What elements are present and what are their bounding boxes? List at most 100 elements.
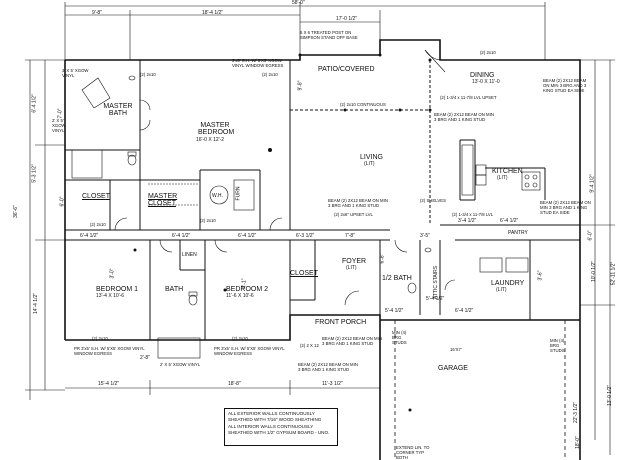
dim-int10: 6'-8": [379, 253, 386, 264]
dim-int16: 4'-1": [241, 278, 248, 289]
room-master-closet: MASTER CLOSET: [148, 193, 178, 207]
wall-note-interior: ALL INTERIOR WALLS CONTINUOUSLY SHEATHED…: [228, 424, 330, 435]
dim-int5: 7'-8": [345, 233, 355, 239]
room-foyer-size: (LIT): [346, 265, 357, 271]
note-continuous: (2) 2x10 CONTINUOUS: [340, 102, 386, 107]
room-bedroom1-size: 13'-4 X 10'-6: [96, 293, 125, 299]
note-extend: EXTEND LIN. TO CORNER TYP BOTH: [396, 445, 430, 460]
dim-left-total: 36'-6": [12, 205, 19, 218]
room-closet-mid: CLOSET: [290, 270, 319, 277]
note-beam-upset: (2) 2x6" UPSET LVL: [334, 212, 373, 217]
room-furn: FURN: [235, 186, 242, 201]
dim-left-seg1: 6'-4 1/2": [31, 94, 38, 113]
dim-int12: 5'-4 1/2": [385, 308, 404, 314]
dim-int18: 3'-6": [537, 270, 544, 281]
dim-int17: 5'-4 1/2": [426, 296, 445, 302]
note-beam-living: BEAM (2) 2X12 BEAM ON MIN 3 BRG AND 1 KI…: [328, 198, 388, 208]
wall-note-exterior: ALL EXTERIOR WALLS CONTINUOUSLY SHEATHED…: [228, 411, 322, 422]
note-beam-garage: BEAM (2) 2X12 BEAM ON MIN 3 BRG AND 1 KI…: [298, 362, 358, 372]
dim-int13: 6'-4 1/2": [455, 308, 474, 314]
room-kitchen: KITCHEN: [492, 168, 523, 175]
north-wall: [65, 54, 380, 61]
room-foyer: FOYER: [342, 258, 367, 265]
note-beam-right: BEAM (2) 2X12 BEAM ON MIN 3 BRG AND 3 KI…: [543, 78, 587, 93]
note-beam-dining: BEAM (2) 2X12 BEAM ON MIN 3 BRG AND 1 KI…: [434, 112, 494, 122]
room-linen: LINEN: [182, 252, 197, 258]
water-heater: [209, 185, 229, 205]
room-wh: W.H.: [212, 193, 223, 199]
note-post: 6 X 6 TREATED POST ON SIMPSON STAND OFF …: [300, 30, 358, 40]
dim-int6: 3'-5": [420, 233, 430, 239]
note-header-3: (2) 2x10: [480, 50, 496, 55]
room-pantry: PANTRY: [508, 230, 528, 236]
dim-int1: 6'-4 1/2": [80, 233, 99, 239]
note-header-2x12: (2) 2 X 12: [300, 343, 319, 348]
note-header-7: (2) 2x10: [232, 336, 248, 341]
dim-top-seg1: 9'-8": [92, 10, 102, 16]
room-kitchen-size: (LIT): [497, 175, 508, 181]
room-laundry-size: (LIT): [496, 287, 507, 293]
kitchen-island: [461, 144, 474, 196]
note-lvl-kitchen: (2) 1-3/4 x 11-7/8 LVL: [452, 212, 494, 217]
room-front-porch: FRONT PORCH: [315, 319, 367, 326]
note-garage-dim: 22'-3 1/2": [573, 401, 580, 424]
note-window-br2: PR 3'x5' S.H. W/ 5'X5' XGOW VINYL WINDOW…: [214, 346, 285, 356]
dim-int3: 6'-4 1/2": [238, 233, 257, 239]
note-header-4: (2) 2x10: [90, 222, 106, 227]
room-half-bath: 1/2 BATH: [382, 275, 412, 282]
dim-top-seg3: 17'-0 1/2": [336, 16, 358, 22]
room-bath: BATH: [165, 286, 184, 293]
note-header-1: (2) 2x10: [140, 72, 156, 77]
dim-int7: 3'-4 1/2": [458, 218, 477, 224]
master-toilet: [127, 154, 137, 166]
note-header-6: (2) 2x10: [92, 336, 108, 341]
dim-top-total: 58'-0": [292, 0, 305, 6]
room-bedroom2: BEDROOM 2: [226, 286, 269, 293]
room-garage: GARAGE: [438, 365, 468, 372]
northeast-wall: [379, 39, 581, 225]
room-master-bath: MASTER BATH: [103, 103, 133, 117]
dim-right-seg3: 10'-0 1/2": [591, 260, 598, 283]
dim-right-seg1: 9'-4 1/2": [589, 174, 596, 193]
dim-int2: 6'-4 1/2": [172, 233, 191, 239]
note-garage-door: 16'X7': [450, 347, 462, 352]
dim-int11: 7'-0": [57, 108, 64, 119]
room-laundry: LAUNDRY: [491, 280, 525, 287]
note-brg-stud2: MIN (4) BRG STUDS: [550, 338, 565, 353]
dim-bot-seg3: 11'-3 1/2": [322, 381, 343, 387]
note-window-mb: 3'x5' S.H. W/ 5'X5' XGOW VINYL WINDOW EG…: [232, 58, 284, 68]
dim-right-total: 52'-11 1/2": [610, 261, 617, 286]
dim-left-seg2: 5'-3 1/2": [31, 164, 38, 183]
dim-left-seg3: 14'-4 1/2": [33, 292, 40, 315]
dim-right-seg4: 13'-0 1/2": [607, 384, 614, 407]
furnace: [233, 179, 255, 211]
room-dining-size: 13'-0 X 11'-0: [472, 79, 500, 85]
room-living-size: (LIT): [364, 161, 375, 167]
dim-bot-seg2: 18'-8": [228, 381, 241, 387]
dim-int14: 3'-0": [109, 268, 116, 279]
dim-int15: 6'-0": [59, 196, 66, 207]
room-dining: DINING: [470, 72, 495, 79]
room-master-bedroom: MASTER BEDROOM: [198, 122, 235, 136]
room-living: LIVING: [360, 154, 383, 161]
bath-tub: [157, 337, 201, 359]
room-bedroom2-size: 11'-6 X 10'-6: [226, 293, 254, 299]
note-brg-stud: MIN (4) BRG STUDS: [392, 330, 407, 345]
note-beam-kitchen: BEAM (2) 2X12 BEAM ON MIN 3 BRG AND 1 KI…: [540, 200, 591, 215]
dim-int4: 6'-3 1/2": [296, 233, 315, 239]
note-window-bath2: 2' X 5' XGOW VINYL: [52, 118, 66, 133]
dim-top-seg2: 18'-4 1/2": [202, 10, 224, 16]
note-garage-dim2: 18'-0": [574, 436, 581, 449]
room-closet-left: CLOSET: [82, 193, 111, 200]
dim-bot-seg1: 15'-4 1/2": [98, 381, 120, 387]
note-window-br1: PR 3'x5' S.H. W/ 5'X5' XGOW VINYL WINDOW…: [74, 346, 145, 356]
dim-int8: 6'-4 1/2": [500, 218, 519, 224]
dim-int9: 9'-8": [297, 80, 304, 91]
dim-right-seg2: 6'-0": [587, 230, 594, 241]
master-tub: [81, 77, 111, 109]
note-beam-porch: BEAM (2) 2X12 BEAM ON MIN 3 BRG AND 1 KI…: [322, 336, 382, 346]
master-shower: [71, 149, 103, 179]
note-stairs: ATTIC STAIRS: [433, 265, 440, 300]
room-patio: PATIO/COVERED: [318, 66, 375, 73]
